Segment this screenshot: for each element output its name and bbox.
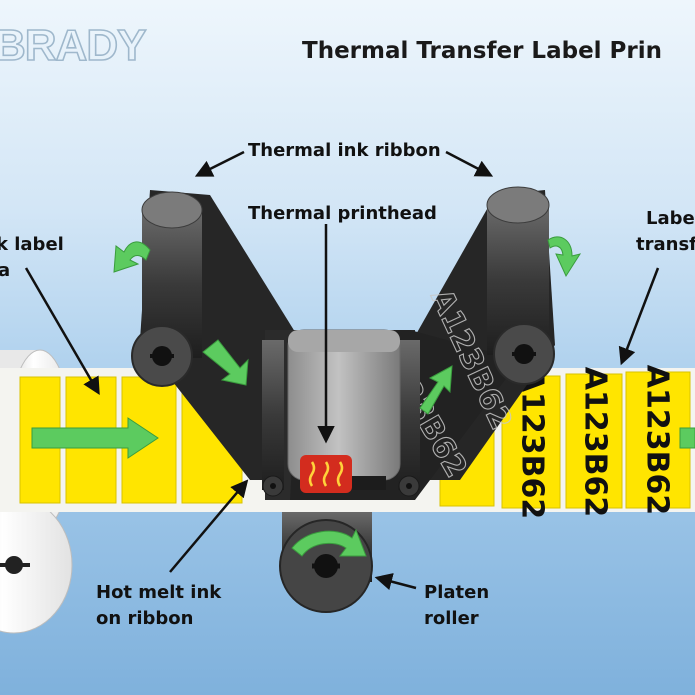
label-platen-line2: roller	[424, 608, 479, 629]
pointer-arrow-icon	[374, 573, 417, 591]
pointer-arrow-icon	[194, 150, 245, 177]
label-platen-line1: Platen	[424, 582, 489, 603]
brand-logo: BRADY	[0, 21, 146, 70]
page-title: Thermal Transfer Label Prin	[302, 38, 662, 64]
label-thermal-printhead: Thermal printhead	[248, 203, 437, 224]
flow-arrow-icon	[419, 365, 453, 415]
rotation-arrow-icon	[291, 528, 367, 557]
label-blank-media-line2: a	[0, 260, 10, 281]
printed-label-codes: A123B62 A123B62 A123B62	[515, 365, 675, 519]
ribbon-supply-roller	[131, 191, 203, 387]
flow-arrow-icon	[679, 427, 695, 449]
flow-arrow-icon	[202, 339, 249, 386]
flow-arrows	[31, 236, 695, 557]
label-hot-melt-line1: Hot melt ink	[96, 582, 222, 603]
pointer-arrow-icon	[618, 267, 660, 366]
label-code: A123B62	[640, 365, 675, 515]
pointer-arrow-icon	[24, 267, 100, 396]
label-blank-media-line1: k label	[0, 234, 64, 255]
thermal-printhead	[287, 329, 401, 493]
pointer-arrows	[24, 150, 660, 591]
pointer-arrow-icon	[169, 479, 249, 573]
label-transferred-line2: transf	[636, 234, 695, 255]
pointer-arrow-icon	[445, 150, 494, 177]
label-transferred-line1: Labe	[646, 208, 695, 229]
platen-roller	[279, 512, 373, 613]
label-code: A123B62	[578, 367, 613, 517]
ribbon-guide-rollers	[262, 340, 420, 497]
label-hot-melt-line2: on ribbon	[96, 608, 193, 629]
label-thermal-ink-ribbon: Thermal ink ribbon	[248, 140, 441, 161]
flow-arrow-icon	[31, 417, 159, 459]
rotation-arrow-icon	[113, 241, 151, 273]
ribbon-takeup-roller	[486, 186, 555, 385]
rotation-arrow-icon	[547, 236, 582, 278]
